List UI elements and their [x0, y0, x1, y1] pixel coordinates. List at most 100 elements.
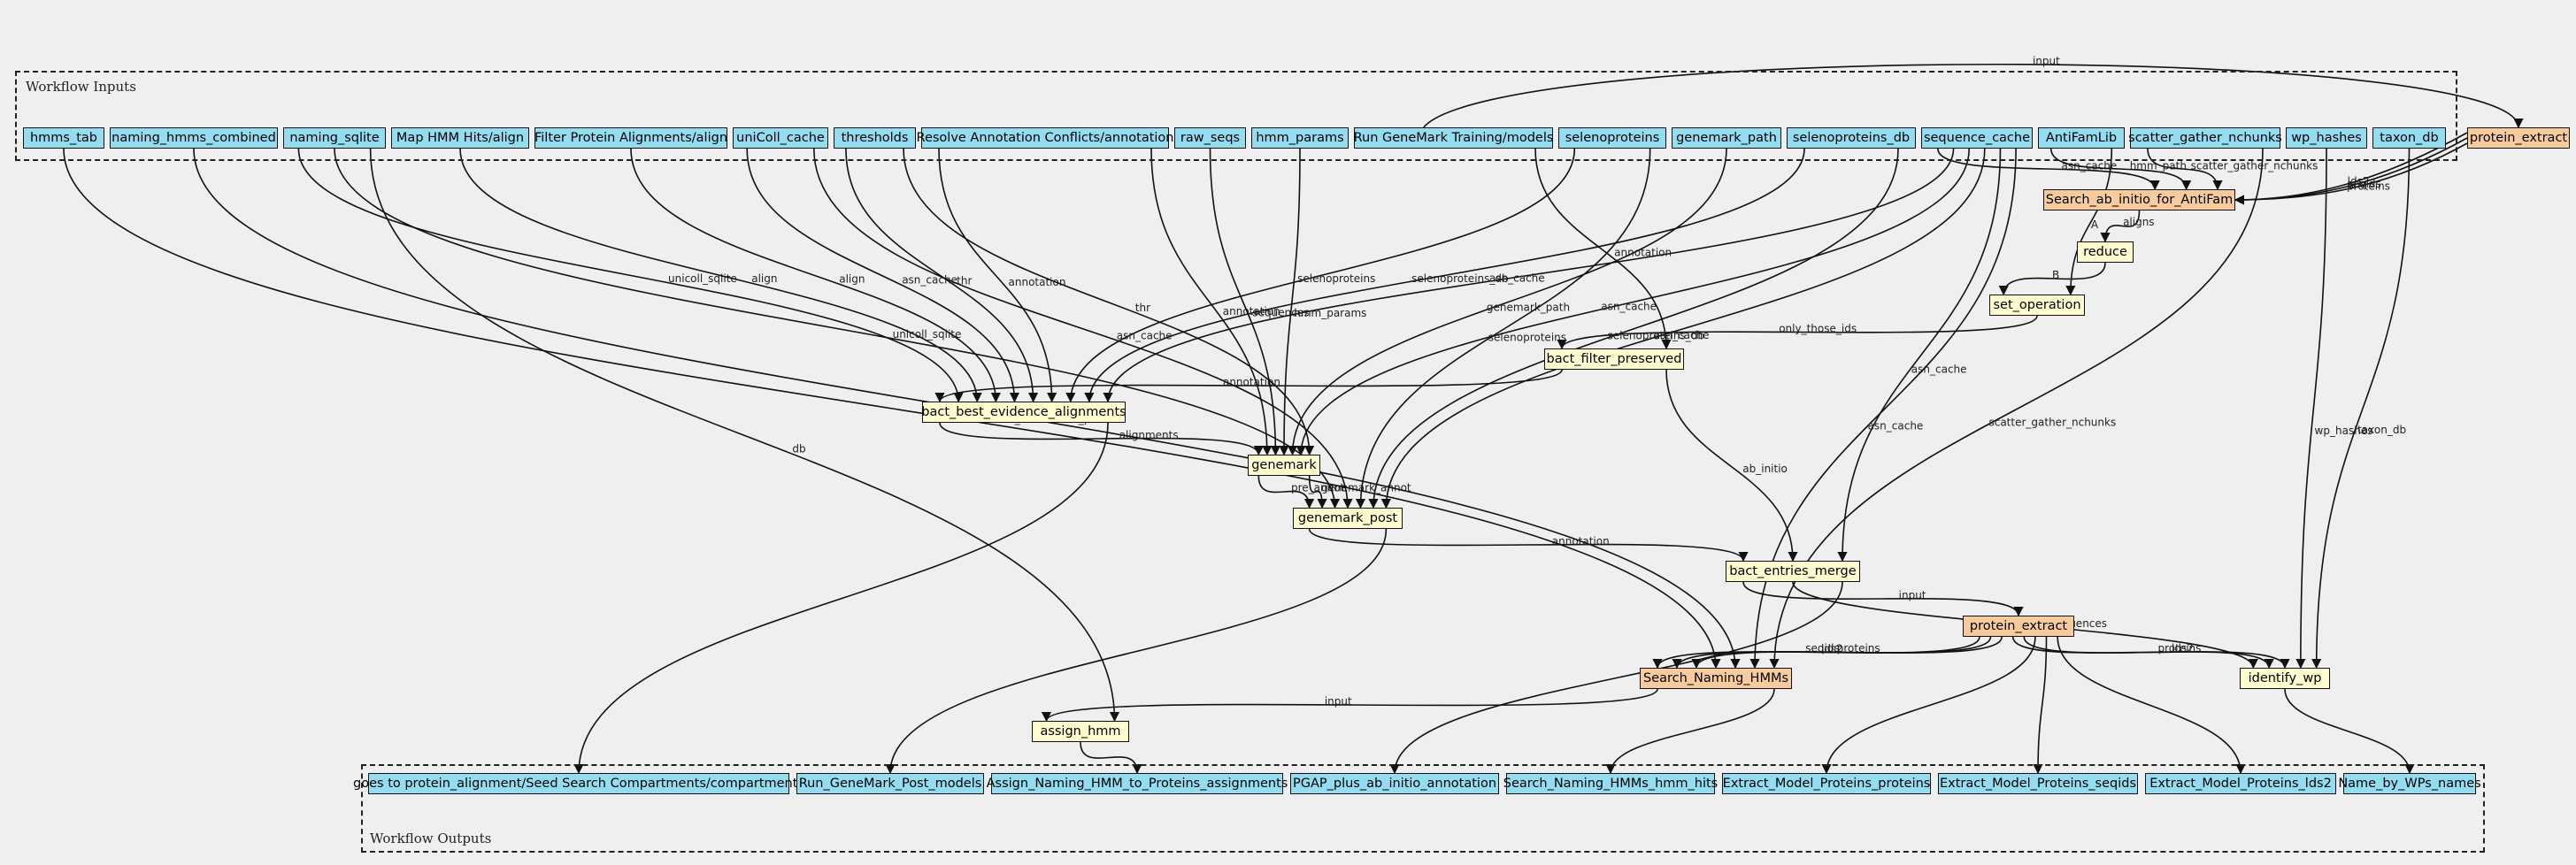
edge-label-search_antifam: proteins [2347, 180, 2390, 193]
tool-set-operation[interactable]: set_operation [1989, 295, 2085, 316]
output-search-naming-hmms-hits[interactable]: Search_Naming_HMMs_hmm_hits [1503, 773, 1718, 794]
edge-label-assign_hmm: db [792, 443, 805, 455]
edge-label-bact_best: asn_cache [902, 273, 957, 286]
subworkflow-protein-extract-mid[interactable]: protein_extract [1963, 616, 2074, 637]
edge-label-bact_best: annotation [1223, 376, 1280, 388]
input-taxon-db[interactable]: taxon_db [2372, 127, 2446, 149]
edge-hmm_params-to-genemark [1279, 148, 1301, 456]
edge-unicoll_cache-to-bact_best [746, 148, 1020, 403]
edge-sequence_cache-to-bact_best [1103, 148, 1955, 403]
subworkflow-search-naming-hmms[interactable]: Search_Naming_HMMs [1640, 668, 1792, 689]
edge-sequence_cache-to-bact_entries_merge [1837, 148, 2002, 563]
input-scatter-gather-nchunks[interactable]: scatter_gather_nchunks [2128, 127, 2282, 149]
edge-label-bact_best: align [751, 272, 777, 285]
edge-wp_hashes-to-identify_wp [2295, 148, 2327, 670]
edge-reduce-to-set_operation [1998, 262, 2106, 296]
edge-label-identify_wp: wp_hashes [2315, 425, 2373, 437]
edge-genemark_post-to-out_genemark_models [885, 528, 1388, 775]
workflow-outputs-title: Workflow Outputs [370, 831, 492, 846]
tool-genemark[interactable]: genemark [1248, 455, 1320, 476]
input-naming-sqlite[interactable]: naming_sqlite [283, 127, 386, 149]
input-resolve-annotation-conflicts[interactable]: Resolve Annotation Conflicts/annotation [917, 127, 1173, 149]
edge-label-reduce: aligns [2123, 216, 2155, 228]
edge-naming_sqlite-to-bact_best [297, 148, 964, 403]
output-pgap-plus-ab-initio-annotation[interactable]: PGAP_plus_ab_initio_annotation [1290, 773, 1499, 794]
edge-label-protein_extract_mid: input [1899, 589, 1926, 601]
edge-resolve_annot-to-bact_best [938, 148, 1057, 403]
edge-raw_seqs-to-genemark [1209, 148, 1281, 456]
edge-map_hmm_hits-to-bact_best [459, 148, 982, 403]
tool-assign-hmm[interactable]: assign_hmm [1032, 721, 1129, 742]
edge-label-identify_wp: lds2 [2172, 642, 2194, 654]
output-assign-naming-hmm[interactable]: Assign_Naming_HMM_to_Proteins_assignment… [987, 773, 1288, 794]
output-name-by-wps-names[interactable]: Name_by_WPs_names [2338, 773, 2481, 794]
tool-bact-filter-preserved[interactable]: bact_filter_preserved [1544, 348, 1684, 370]
edge-naming_sqlite-to-assign_hmm [369, 148, 1120, 723]
edge-label-bact_best: align [839, 273, 865, 286]
input-wp-hashes[interactable]: wp_hashes [2286, 127, 2367, 149]
edge-selenoproteins-to-genemark_post [1355, 148, 1651, 509]
edge-protein_extract_mid-to-out_ext_seqids [2033, 636, 2048, 775]
edge-search_naming-to-out_search_hits [1605, 688, 1775, 775]
tool-bact-entries-merge[interactable]: bact_entries_merge [1726, 561, 1860, 582]
edge-antifamlib-to-set_operation [2065, 148, 2113, 296]
edge-label-genemark: genemark_path [1487, 302, 1570, 314]
tool-identify-wp[interactable]: identify_wp [2240, 668, 2330, 689]
edge-set_operation-to-bact_filter [1557, 315, 2038, 350]
input-hmms-tab[interactable]: hmms_tab [23, 127, 104, 149]
edge-selenoproteins_db-to-bact_best [1084, 148, 1805, 403]
edge-thresholds-to-genemark [903, 148, 1315, 456]
output-extract-model-proteins-proteins[interactable]: Extract_Model_Proteins_proteins [1722, 773, 1931, 794]
edge-resolve_annot-to-genemark [1150, 148, 1273, 456]
output-extract-model-proteins-lds2[interactable]: Extract_Model_Proteins_lds2 [2145, 773, 2336, 794]
tool-bact-best-evidence-alignments[interactable]: bact_best_evidence_alignments [921, 402, 1127, 423]
edge-label-genemark_post: genemark_annot [1321, 482, 1411, 494]
edge-label-identify_wp: taxon_db [2357, 424, 2406, 436]
subworkflow-protein-extract-top[interactable]: protein_extract [2467, 127, 2570, 149]
edge-label-bact_filter: only_those_ids [1779, 322, 1857, 334]
edge-label-search_antifam: asn_cache [2062, 159, 2118, 172]
edge-label-genemark: sequences [1252, 306, 1309, 318]
edge-protein_extract_mid-to-out_ext_proteins [1821, 636, 2036, 775]
edge-genemark_path-to-genemark [1287, 148, 1727, 456]
input-filter-protein-alignments-align[interactable]: Filter Protein Alignments/align [534, 127, 727, 149]
input-naming-hmms-combined[interactable]: naming_hmms_combined [110, 127, 278, 149]
input-run-genemark-training-models[interactable]: Run GeneMark Training/models [1354, 127, 1553, 149]
edge-genemark_post-to-bact_entries_merge [1308, 528, 1749, 563]
edge-protein_extract_mid-to-out_ext_lds2 [2057, 636, 2246, 775]
output-run-genemark-post-models[interactable]: Run_GeneMark_Post_models [796, 773, 984, 794]
tool-genemark-post[interactable]: genemark_post [1293, 508, 1403, 529]
edge-label-bact_best: thr [957, 274, 972, 287]
tool-reduce[interactable]: reduce [2077, 241, 2134, 263]
subworkflow-search-ab-initio-for-antifam[interactable]: Search_ab_initio_for_AntiFam [2043, 189, 2235, 211]
input-map-hmm-hits-align[interactable]: Map HMM Hits/align [391, 127, 529, 149]
input-thresholds[interactable]: thresholds [834, 127, 916, 149]
input-genemark-path[interactable]: genemark_path [1672, 127, 1781, 149]
edge-selenoproteins_db-to-genemark_post [1368, 148, 1899, 509]
edge-sequence_cache-to-search_naming [1749, 148, 2017, 670]
input-sequence-cache[interactable]: sequence_cache [1921, 127, 2033, 149]
edge-label-genemark: hmm_params [1294, 307, 1366, 319]
output-compartments[interactable]: goes to protein_alignment/Seed Search Co… [353, 773, 804, 794]
edge-bact_entries_merge-to-out_pgap [1389, 581, 1843, 775]
edge-label-bact_best: selenoproteins [1297, 272, 1375, 285]
edge-label-search_antifam: scatter_gather_nchunks [2191, 159, 2318, 172]
edge-label-genemark: annotation [1223, 305, 1280, 318]
input-selenoproteins-db[interactable]: selenoproteins_db [1787, 127, 1916, 149]
input-unicoll-cache[interactable]: uniColl_cache [733, 127, 828, 149]
edge-label-set_operation: A [2091, 218, 2099, 231]
input-antifamlib[interactable]: AntiFamLib [2038, 127, 2125, 149]
input-hmm-params[interactable]: hmm_params [1251, 127, 1349, 149]
edge-naming_sqlite-to-genemark_post [334, 148, 1341, 509]
edge-label-genemark_post: selenoproteins [1488, 332, 1566, 344]
edge-selenoproteins-to-bact_best [1065, 148, 1576, 403]
input-raw-seqs[interactable]: raw_seqs [1174, 127, 1246, 149]
input-selenoproteins[interactable]: selenoproteins [1558, 127, 1666, 149]
edge-label-genemark: alignments [1119, 429, 1179, 441]
edge-protein_extract_mid-to-search_naming [1691, 636, 2003, 670]
workflow-outputs-cluster: Workflow Outputs [361, 764, 2485, 853]
edge-label-search_naming: proteins [1837, 642, 1880, 654]
output-extract-model-proteins-seqids[interactable]: Extract_Model_Proteins_seqids [1938, 773, 2138, 794]
edge-assign_hmm-to-out_assign_naming [1080, 741, 1142, 775]
